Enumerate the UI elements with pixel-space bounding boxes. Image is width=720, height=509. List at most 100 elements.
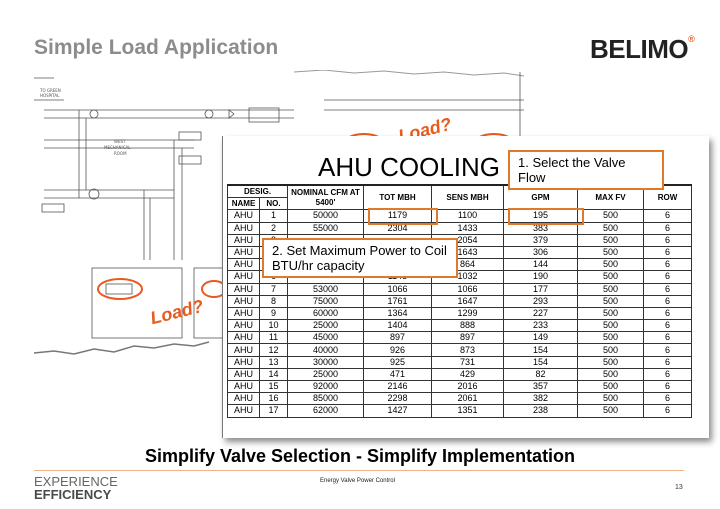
table-cell: 6 — [643, 270, 692, 284]
callout-select-valve-flow: 1. Select the Valve Flow — [508, 150, 664, 190]
table-cell: 6 — [643, 331, 692, 345]
table-cell: 731 — [431, 355, 504, 369]
table-cell: 6 — [643, 245, 692, 260]
table-cell: AHU — [227, 404, 260, 418]
table-cell: 500 — [577, 392, 644, 406]
table-cell: AHU — [227, 355, 260, 369]
table-cell: 62000 — [287, 404, 364, 418]
table-cell: 6 — [643, 221, 692, 235]
table-cell: 92000 — [287, 379, 364, 394]
table-cell: AHU — [227, 270, 260, 284]
table-cell: 40000 — [287, 343, 364, 357]
table-cell: 6 — [643, 355, 692, 369]
gpm-highlight — [508, 208, 584, 225]
svg-text:ROOM: ROOM — [114, 151, 127, 156]
slide-tagline: Simplify Valve Selection - Simplify Impl… — [144, 446, 576, 466]
table-cell: 149 — [503, 331, 578, 345]
table-cell: 6 — [643, 258, 692, 272]
table-cell: 75000 — [287, 294, 364, 308]
table-cell: 1066 — [363, 282, 432, 296]
registered-mark-icon: ® — [688, 34, 695, 44]
table-cell: 500 — [577, 221, 644, 235]
table-cell: 17 — [259, 404, 288, 418]
table-cell: 897 — [363, 331, 432, 345]
table-cell: 500 — [577, 258, 644, 272]
table-cell: 7 — [259, 282, 288, 296]
table-cell: 6 — [643, 367, 692, 382]
table-cell: 8 — [259, 294, 288, 308]
callout-set-max-power: 2. Set Maximum Power to Coil BTU/hr capa… — [262, 238, 458, 278]
table-cell: AHU — [227, 392, 260, 406]
logo-text: BELIMO — [590, 34, 689, 64]
table-cell: 25000 — [287, 367, 364, 382]
table-cell: 6 — [643, 404, 692, 418]
table-cell: 25000 — [287, 319, 364, 333]
table-cell: 6 — [643, 282, 692, 296]
table-cell: 55000 — [287, 221, 364, 235]
table-cell: 500 — [577, 209, 644, 223]
svg-text:WEST: WEST — [114, 139, 126, 144]
table-cell: 500 — [577, 294, 644, 308]
table-cell: 500 — [577, 233, 644, 247]
table-cell: 1351 — [431, 404, 504, 418]
table-cell: 15 — [259, 379, 288, 394]
table-cell: 6 — [643, 392, 692, 406]
table-cell: AHU — [227, 379, 260, 394]
table-cell: 11 — [259, 331, 288, 345]
table-cell: 14 — [259, 367, 288, 382]
footer-brand-line1: EXPERIENCE — [34, 474, 118, 489]
table-cell: 925 — [363, 355, 432, 369]
table-cell: 2 — [259, 221, 288, 235]
table-cell: 500 — [577, 331, 644, 345]
table-cell: 12 — [259, 343, 288, 357]
table-cell: 471 — [363, 367, 432, 382]
table-cell: 154 — [503, 355, 578, 369]
table-cell: 1433 — [431, 221, 504, 235]
svg-text:TO GREEN: TO GREEN — [39, 88, 61, 93]
table-cell: 82 — [503, 367, 578, 382]
table-cell: AHU — [227, 331, 260, 345]
table-cell: 500 — [577, 379, 644, 394]
col-header-tot-mbh: TOT MBH — [363, 184, 432, 211]
table-cell: 2061 — [431, 392, 504, 406]
col-header-sens-mbh: SENS MBH — [431, 184, 504, 211]
footer-divider — [34, 470, 684, 471]
table-cell: 382 — [503, 392, 578, 406]
table-cell: 10 — [259, 319, 288, 333]
footer-brand: EXPERIENCE EFFICIENCY — [34, 475, 118, 501]
table-cell: 1364 — [363, 306, 432, 321]
table-cell: 13 — [259, 355, 288, 369]
table-cell: 50000 — [287, 209, 364, 223]
col-header-name: NAME — [227, 197, 260, 211]
table-cell: AHU — [227, 233, 260, 247]
belimo-logo: BELIMO® — [590, 34, 695, 65]
table-cell: 1100 — [431, 209, 504, 223]
table-cell: 500 — [577, 245, 644, 260]
table-cell: 888 — [431, 319, 504, 333]
table-cell: 500 — [577, 355, 644, 369]
svg-text:MECHANICAL: MECHANICAL — [104, 145, 131, 150]
table-cell: 1404 — [363, 319, 432, 333]
table-cell: 85000 — [287, 392, 364, 406]
table-cell: 6 — [643, 306, 692, 321]
table-cell: 144 — [503, 258, 578, 272]
table-cell: 6 — [643, 209, 692, 223]
col-header-desig: DESIG. — [227, 184, 288, 199]
table-cell: 6 — [643, 379, 692, 394]
table-cell: AHU — [227, 306, 260, 321]
table-cell: 1066 — [431, 282, 504, 296]
table-cell: 9 — [259, 306, 288, 321]
table-cell: 357 — [503, 379, 578, 394]
page-number: 13 — [675, 484, 683, 491]
table-cell: 500 — [577, 270, 644, 284]
table-cell: 1761 — [363, 294, 432, 308]
